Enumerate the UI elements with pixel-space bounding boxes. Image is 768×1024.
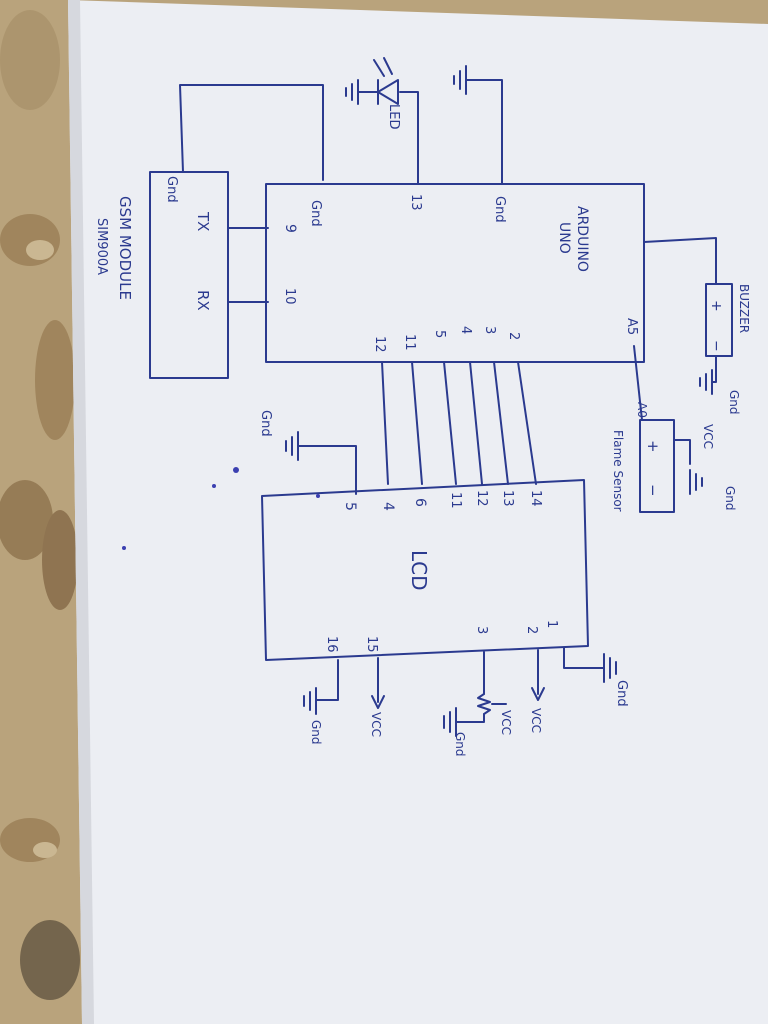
lcd-pin-6: 6 <box>412 498 428 507</box>
lcd-pin-15: 15 <box>364 636 379 653</box>
lcd-label: LCD <box>407 550 431 591</box>
gsm-module <box>149 84 324 379</box>
gsm-module-title: GSM MODULE <box>116 196 134 300</box>
gsm-gnd-label: Gnd <box>164 176 179 203</box>
lcd-pin-11: 11 <box>448 492 463 509</box>
gsm-module-box <box>149 171 229 379</box>
lcd-pin-13: 13 <box>500 490 515 507</box>
arduino-uno <box>265 65 645 363</box>
flame-plus: + <box>644 440 662 453</box>
lcd-gnd-right-label: Gnd <box>614 680 629 707</box>
buzzer-label: BUZZER <box>737 284 751 333</box>
lcd-pin-2: 2 <box>524 626 539 634</box>
wire-lcd-pin1-gnd <box>563 647 605 669</box>
lcd-module <box>261 431 617 737</box>
paper-sheet <box>68 0 768 1024</box>
arduino-gnd-top: Gnd <box>492 196 507 223</box>
flame-gnd-label: Gnd <box>723 486 737 511</box>
wire-gsm-gnd <box>179 84 324 181</box>
gsm-module-model: SIM900A <box>94 218 109 275</box>
lcd-pin-1: 1 <box>544 620 559 628</box>
led-label: LED <box>386 104 401 129</box>
pin-13-label: 13 <box>408 194 423 211</box>
paper-shadow <box>68 0 94 1024</box>
pin-12-label: 12 <box>372 336 387 353</box>
pin-9-label: 9 <box>282 224 298 233</box>
buzzer-plus: + <box>708 300 724 312</box>
lcd-gnd-pin16-label: Gnd <box>309 720 323 745</box>
wire-lcd-pin16-gnd <box>315 659 339 701</box>
led <box>345 57 399 105</box>
buzzer-minus: − <box>708 340 724 352</box>
fabric-pattern <box>0 10 80 1000</box>
lcd-pin-14: 14 <box>528 490 543 507</box>
pin-10-label: 10 <box>282 288 297 305</box>
flame-a0-label: A0 <box>635 402 649 418</box>
flame-minus: − <box>644 484 662 497</box>
flame-sensor-box <box>639 419 675 513</box>
lcd-pin-12: 12 <box>474 490 489 507</box>
gsm-tx-label: TX <box>194 211 212 231</box>
buzzer <box>643 237 733 395</box>
flame-vcc-label: VCC <box>701 424 715 449</box>
pin-3-label: 3 <box>482 326 497 334</box>
pin-11-label: 11 <box>402 334 417 351</box>
flame-sensor-label: Flame Sensor <box>611 430 625 512</box>
lcd-pin-16: 16 <box>324 636 339 653</box>
lcd-vcc-pin3-label: VCC <box>499 710 513 735</box>
lcd-pin-5: 5 <box>342 502 358 511</box>
lcd-vcc-pin15-label: VCC <box>369 712 383 737</box>
lcd-data-bus <box>381 361 537 485</box>
pin-2-label: 2 <box>506 332 521 340</box>
wire-buzzer <box>643 237 717 285</box>
arduino-box <box>265 183 645 363</box>
lcd-gnd-left-label: Gnd <box>258 410 273 437</box>
lcd-box <box>261 479 589 661</box>
lcd-pin-3: 3 <box>474 626 489 634</box>
flame-sensor <box>633 345 703 513</box>
buzzer-box <box>705 283 733 357</box>
pin-a5-label: A5 <box>624 318 639 335</box>
gsm-rx-label: RX <box>194 290 212 311</box>
ink-marks <box>122 467 320 550</box>
arduino-name: ARDUINO <box>574 206 590 272</box>
lcd-vcc-pin2-label: VCC <box>529 708 543 733</box>
pin-4-label: 4 <box>458 326 473 334</box>
lcd-pin-4: 4 <box>380 502 396 511</box>
wire-ard-gnd-top <box>465 79 503 185</box>
arduino-gnd-left: Gnd <box>308 200 323 227</box>
wire-lcd-pin5-gnd <box>297 445 357 495</box>
arduino-model: UNO <box>556 222 572 254</box>
buzzer-gnd-label: Gnd <box>727 390 741 415</box>
pin-5-label: 5 <box>432 330 447 338</box>
lcd-gnd-pin3-label: Gnd <box>453 732 467 757</box>
led-symbol <box>377 79 399 105</box>
wire-pin13-led <box>399 91 419 185</box>
